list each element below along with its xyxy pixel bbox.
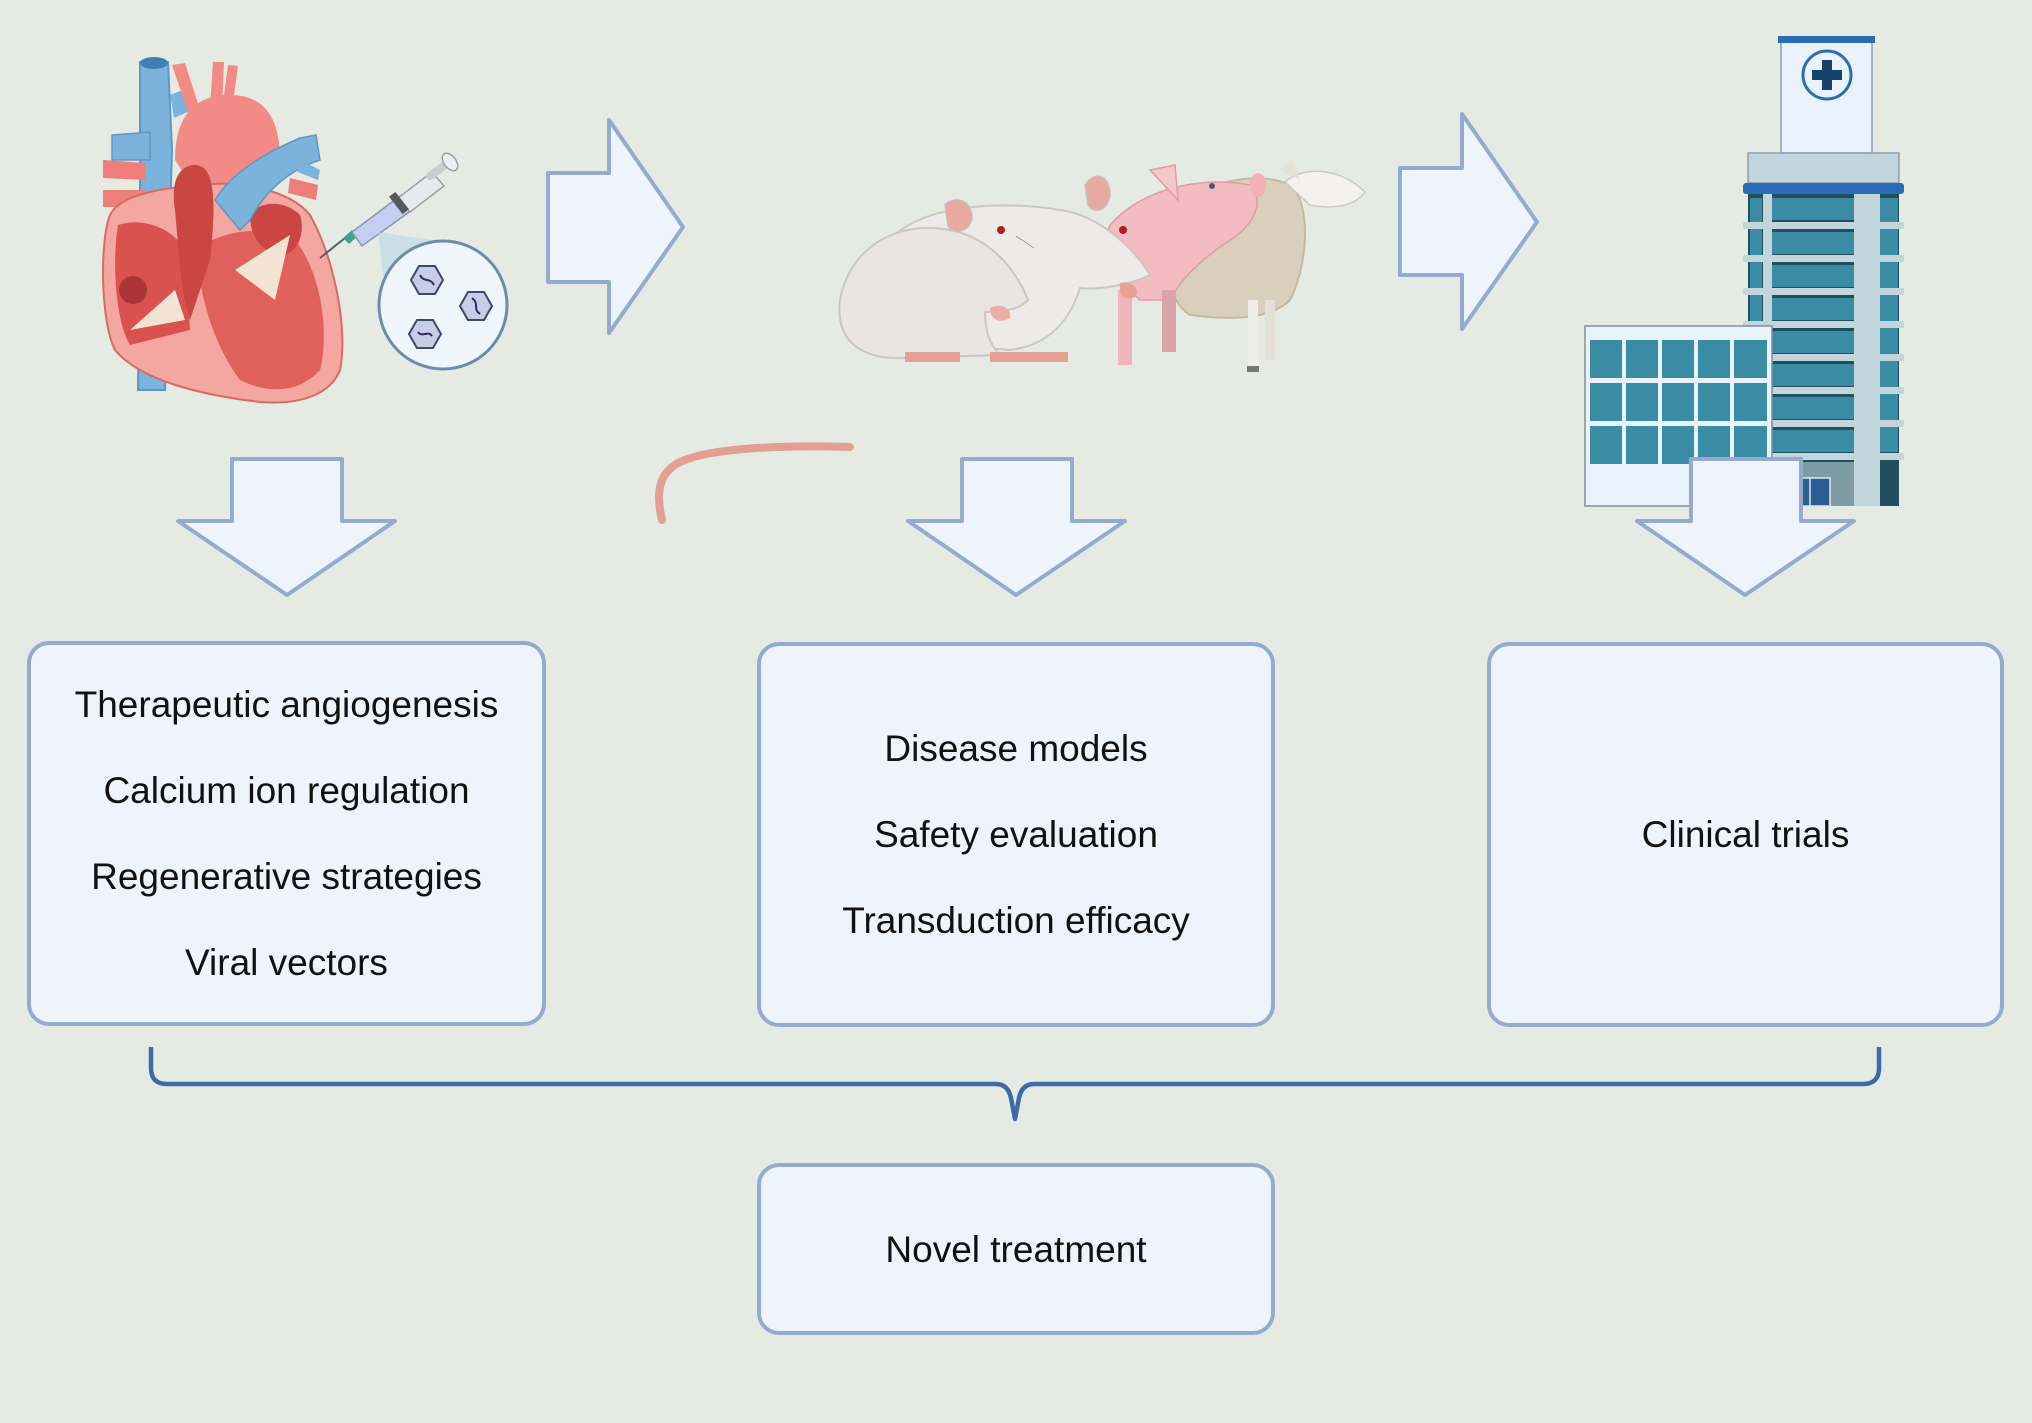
virus-particle-icon bbox=[407, 319, 443, 349]
stage-box-preclinical: Disease models Safety evaluation Transdu… bbox=[757, 642, 1275, 1027]
stage-item: Therapeutic angiogenesis bbox=[74, 684, 499, 725]
right-arrow-1 bbox=[546, 118, 685, 335]
stage-box-basic-research: Therapeutic angiogenesis Calcium ion reg… bbox=[27, 641, 546, 1026]
outcome-label: Novel treatment bbox=[885, 1228, 1147, 1270]
stage-item: Regenerative strategies bbox=[91, 856, 482, 897]
down-arrow-1 bbox=[176, 457, 397, 597]
rat-tail bbox=[655, 442, 854, 524]
stage-item: Transduction efficacy bbox=[842, 900, 1190, 941]
tower-ledges bbox=[1743, 222, 1904, 460]
stage-item: Safety evaluation bbox=[874, 814, 1158, 855]
viral-vector-callout-icon bbox=[377, 232, 509, 371]
syringe-icon bbox=[319, 152, 459, 259]
down-arrow-2 bbox=[906, 457, 1127, 597]
virus-particle-icon bbox=[409, 265, 445, 295]
down-arrow-3 bbox=[1635, 457, 1856, 597]
mouse-icon bbox=[838, 199, 1068, 362]
low-building-windows bbox=[1590, 340, 1767, 464]
stage-box-clinical: Clinical trials bbox=[1487, 642, 2004, 1027]
stage-item: Clinical trials bbox=[1641, 814, 1850, 855]
stage-item: Calcium ion regulation bbox=[103, 770, 470, 811]
stage-item: Viral vectors bbox=[185, 942, 388, 983]
heart-icon bbox=[102, 57, 344, 404]
virus-particle-icon bbox=[458, 291, 494, 321]
animal-models-icon bbox=[655, 160, 1366, 524]
outcome-box: Novel treatment bbox=[757, 1163, 1275, 1335]
hospital-icon bbox=[1584, 36, 1904, 507]
merge-brace bbox=[148, 1047, 1882, 1122]
stage-item: Disease models bbox=[884, 728, 1148, 769]
right-arrow-2 bbox=[1398, 112, 1539, 331]
